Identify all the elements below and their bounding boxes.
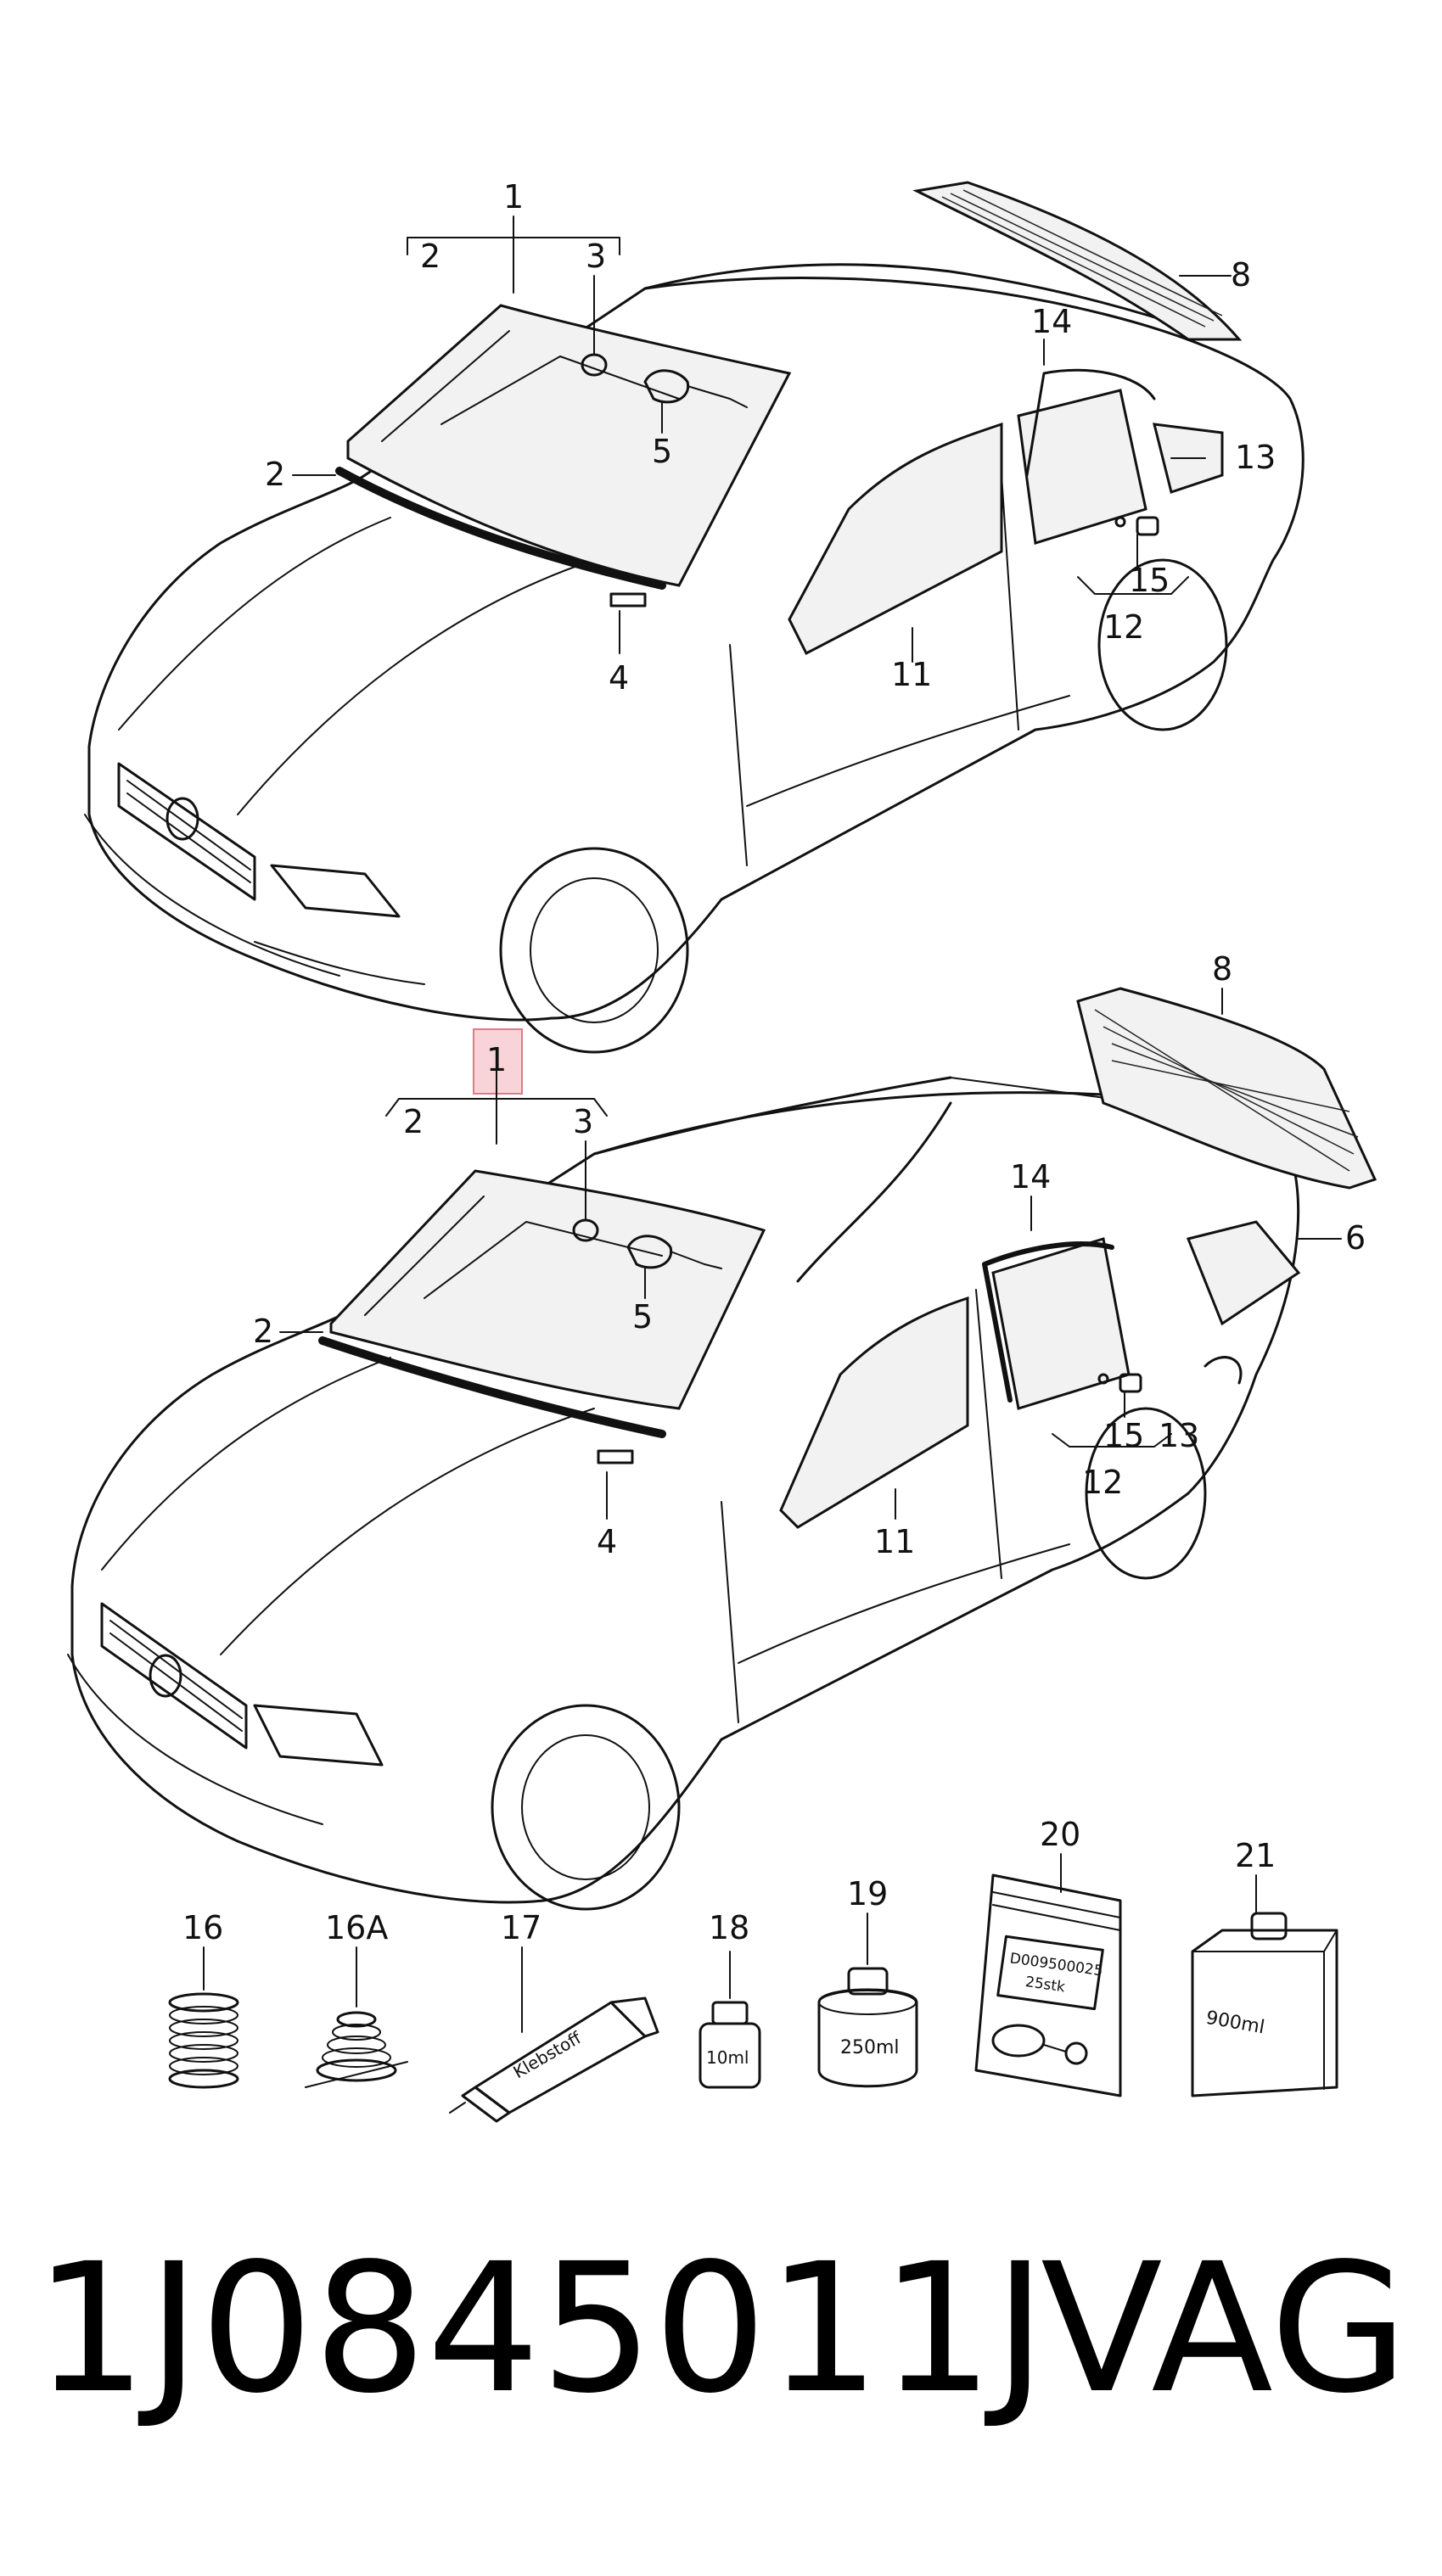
callout-20[interactable]: 20 — [1040, 1816, 1080, 1853]
spring-16 — [168, 1946, 239, 2089]
sedan-callout-15[interactable]: 15 — [1129, 562, 1170, 599]
rear-window-8 — [912, 181, 1243, 341]
adhesive-tube-17: Klebstoff — [449, 1946, 659, 2123]
sedan-callout-11[interactable]: 11 — [891, 656, 932, 693]
wagon-callout-8[interactable]: 8 — [1212, 950, 1232, 988]
highlight-box-callout-1 — [473, 1028, 523, 1095]
wagon-callout-4[interactable]: 4 — [597, 1523, 617, 1560]
callout-17[interactable]: 17 — [501, 1909, 541, 1946]
sedan-callout-2-top[interactable]: 2 — [420, 238, 440, 275]
wagon-callout-11[interactable]: 11 — [874, 1523, 915, 1560]
sedan-callout-3[interactable]: 3 — [586, 238, 606, 275]
bag-label-line1: D009500025 — [1008, 1950, 1103, 1980]
sedan-callouts: 1 2 2 3 4 5 8 11 12 13 14 15 — [265, 178, 1276, 697]
sedan-callout-5[interactable]: 5 — [652, 433, 672, 470]
wagon-leaders — [279, 988, 1342, 1520]
wagon-illustration: 1 2 2 3 4 5 6 8 11 12 13 14 15 — [67, 950, 1377, 1911]
callout-16a[interactable]: 16A — [325, 1909, 388, 1946]
callout-16[interactable]: 16 — [182, 1909, 223, 1946]
bag-label-line2: 25stk — [1024, 1974, 1066, 1996]
wagon-callout-2-left[interactable]: 2 — [253, 1313, 273, 1350]
sedan-illustration: 1 2 2 3 4 5 8 11 12 13 14 15 — [84, 178, 1305, 1054]
wagon-callout-2-top[interactable]: 2 — [403, 1103, 424, 1140]
accessories-row: Klebstoff 10ml 250ml D009500025 25stk — [168, 1816, 1338, 2123]
bottle-18-label: 10ml — [706, 2047, 749, 2068]
accessory-callouts: 16 16A 17 18 19 20 21 — [182, 1816, 1276, 1946]
callout-21[interactable]: 21 — [1235, 1837, 1276, 1874]
bottle-18: 10ml — [699, 1951, 761, 2089]
wagon-callout-3[interactable]: 3 — [573, 1103, 593, 1140]
sedan-callout-4[interactable]: 4 — [609, 659, 629, 697]
sedan-callout-12[interactable]: 12 — [1103, 608, 1144, 646]
box-21: 900ml — [1191, 1874, 1338, 2097]
can-19-label: 250ml — [840, 2037, 900, 2058]
box-21-label: 900ml — [1204, 2008, 1266, 2039]
rear-window-8 — [1076, 987, 1377, 1190]
wagon-callout-5[interactable]: 5 — [632, 1298, 653, 1336]
wagon-callout-15[interactable]: 15 — [1103, 1417, 1144, 1454]
sedan-callout-13[interactable]: 13 — [1235, 439, 1276, 476]
sedan-callout-14[interactable]: 14 — [1031, 303, 1072, 340]
brand-name: VAG — [1041, 2225, 1408, 2433]
wagon-callout-1[interactable]: 1 — [486, 1041, 507, 1078]
sedan-callout-8[interactable]: 8 — [1231, 256, 1251, 294]
wagon-callout-13[interactable]: 13 — [1159, 1417, 1199, 1454]
wagon-callout-14[interactable]: 14 — [1010, 1158, 1051, 1196]
sedan-callout-1[interactable]: 1 — [503, 178, 524, 216]
callout-19[interactable]: 19 — [847, 1875, 888, 1912]
conical-spring-16a — [305, 1946, 408, 2088]
sedan-callout-2-left[interactable]: 2 — [265, 456, 285, 493]
part-number: 1J0845011J — [34, 2225, 1046, 2433]
sedan-leaders — [292, 216, 1232, 663]
wagon-callout-12[interactable]: 12 — [1082, 1464, 1123, 1501]
footer: 1J0845011J VAG — [0, 2240, 1442, 2495]
wagon-callouts: 1 2 2 3 4 5 6 8 11 12 13 14 15 — [253, 950, 1366, 1560]
callout-18[interactable]: 18 — [709, 1909, 749, 1946]
can-19: 250ml — [817, 1912, 918, 2088]
wagon-callout-6[interactable]: 6 — [1345, 1219, 1366, 1257]
tube-label: Klebstoff — [510, 2027, 586, 2082]
bag-20: D009500025 25stk — [974, 1853, 1122, 2097]
